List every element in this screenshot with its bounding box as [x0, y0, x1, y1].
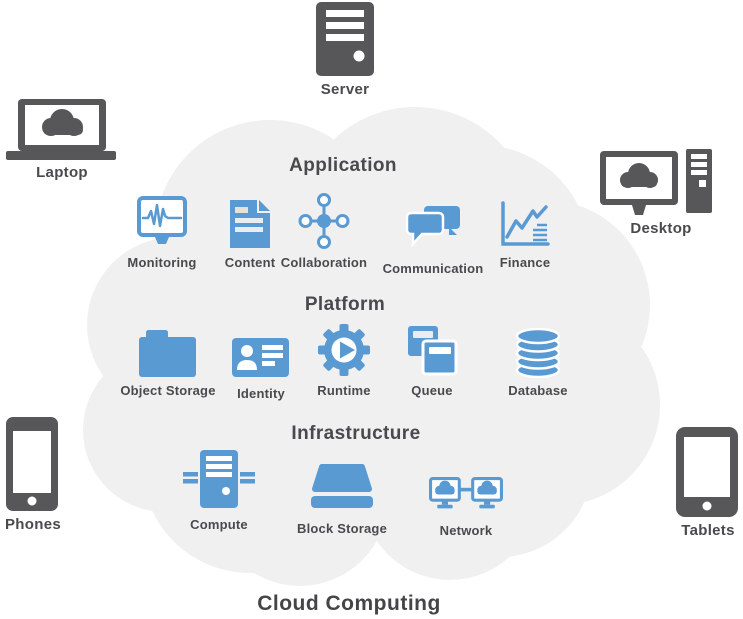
- device-tablets: Tablets: [676, 427, 740, 539]
- cloud-glyph: [42, 109, 83, 136]
- queue-label: Queue: [411, 383, 453, 398]
- item-content: Content: [190, 192, 310, 270]
- phones-label: Phones: [5, 516, 61, 533]
- infrastructure-heading: Infrastructure: [291, 423, 421, 444]
- object-storage-icon: [139, 330, 196, 377]
- communication-label: Communication: [382, 261, 484, 276]
- network-label: Network: [439, 523, 493, 538]
- device-laptop: Laptop: [6, 99, 118, 181]
- item-network: Network: [406, 450, 526, 538]
- monitoring-label: Monitoring: [127, 255, 197, 270]
- desktop-icon: [600, 149, 712, 215]
- identity-label: Identity: [237, 386, 285, 401]
- runtime-icon: [318, 324, 370, 376]
- compute-label: Compute: [190, 517, 248, 532]
- device-phones: Phones: [4, 417, 62, 533]
- item-monitoring: Monitoring: [102, 192, 222, 270]
- database-label: Database: [508, 383, 568, 398]
- finance-icon: [501, 201, 550, 246]
- cloud-glyph: [477, 480, 497, 495]
- cloud-glyph: [620, 163, 658, 188]
- block-storage-label: Block Storage: [296, 521, 387, 536]
- block-storage-icon: [311, 464, 373, 508]
- device-server: Server: [314, 2, 376, 98]
- cloud-glyph: [435, 480, 455, 495]
- item-block-storage: Block Storage: [282, 450, 402, 536]
- item-queue: Queue: [372, 322, 492, 398]
- application-heading: Application: [289, 155, 397, 176]
- content-icon: [230, 200, 270, 248]
- database-icon: [515, 328, 561, 378]
- object-storage-label: Object Storage: [120, 383, 216, 398]
- tablets-label: Tablets: [681, 522, 735, 539]
- device-desktop: Desktop: [600, 149, 712, 237]
- item-compute: Compute: [159, 450, 279, 532]
- item-communication: Communication: [373, 192, 493, 276]
- network-icon: [429, 477, 503, 509]
- item-finance: Finance: [465, 192, 585, 270]
- monitoring-icon: [137, 196, 187, 244]
- compute-icon: [183, 450, 255, 508]
- desktop-label: Desktop: [630, 220, 692, 237]
- item-identity: Identity: [201, 322, 321, 401]
- communication-icon: [405, 206, 460, 248]
- phones-icon: [6, 417, 58, 511]
- tablets-icon: [676, 427, 738, 517]
- server-icon: [316, 2, 374, 76]
- laptop-icon: [6, 99, 116, 160]
- laptop-label: Laptop: [36, 164, 88, 181]
- item-database: Database: [478, 322, 598, 398]
- runtime-label: Runtime: [317, 383, 371, 398]
- platform-heading: Platform: [304, 294, 386, 315]
- item-collaboration: Collaboration: [264, 192, 384, 270]
- collaboration-label: Collaboration: [280, 255, 368, 270]
- server-label: Server: [320, 81, 370, 98]
- finance-label: Finance: [499, 255, 551, 270]
- content-label: Content: [224, 255, 276, 270]
- diagram-title: Cloud Computing: [257, 592, 441, 615]
- item-object-storage: Object Storage: [108, 322, 228, 398]
- item-runtime: Runtime: [284, 322, 404, 398]
- queue-icon: [408, 326, 458, 376]
- identity-icon: [232, 338, 289, 377]
- collaboration-icon: [298, 193, 350, 249]
